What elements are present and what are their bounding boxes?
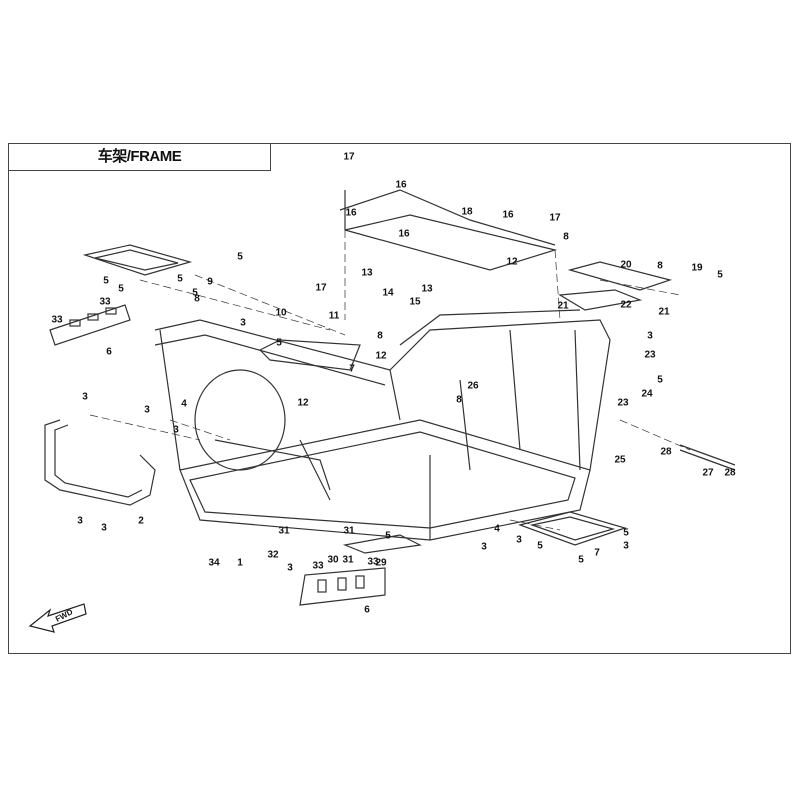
callout-number: 24 xyxy=(641,388,653,400)
callout-number: 10 xyxy=(275,307,287,319)
callout-number: 8 xyxy=(657,260,663,272)
callout-number: 5 xyxy=(103,275,109,287)
callout-number: 30 xyxy=(327,554,339,566)
callout-number: 3 xyxy=(77,515,83,527)
main-frame xyxy=(154,309,611,541)
callout-number: 17 xyxy=(315,282,327,294)
callout-number: 9 xyxy=(207,276,213,288)
callout-number: 5 xyxy=(237,251,243,263)
callout-number: 31 xyxy=(343,525,355,537)
callout-number: 13 xyxy=(361,267,373,279)
callout-number: 32 xyxy=(267,549,279,561)
callout-number: 6 xyxy=(106,346,112,358)
callout-number: 7 xyxy=(594,547,600,559)
diagram-title: 车架/FRAME xyxy=(8,143,271,171)
callout-number: 3 xyxy=(481,541,487,553)
callout-number: 33 xyxy=(367,556,379,568)
callout-number: 5 xyxy=(537,540,543,552)
skid-plate xyxy=(342,534,422,554)
callout-number: 29 xyxy=(375,557,387,569)
callout-number: 15 xyxy=(409,296,421,308)
callout-number: 8 xyxy=(456,394,462,406)
callout-number: 12 xyxy=(375,350,387,362)
callout-number: 8 xyxy=(194,293,200,305)
diagram-border xyxy=(8,143,791,654)
front-bumper xyxy=(44,419,156,506)
rear-carrier xyxy=(558,261,673,311)
callout-number: 16 xyxy=(395,179,407,191)
left-mudguard-plate xyxy=(49,304,131,346)
callout-number: 13 xyxy=(421,283,433,295)
callout-number: 26 xyxy=(467,380,479,392)
left-footrest xyxy=(82,244,193,276)
callout-number: 4 xyxy=(494,523,500,535)
callout-number: 14 xyxy=(382,287,394,299)
callout-number: 31 xyxy=(342,554,354,566)
callout-number: 22 xyxy=(620,299,632,311)
callout-number: 6 xyxy=(364,604,370,616)
callout-number: 1 xyxy=(237,557,243,569)
callout-number: 3 xyxy=(82,391,88,403)
callout-number: 28 xyxy=(660,446,672,458)
callout-number: 11 xyxy=(328,310,340,322)
callout-number: 3 xyxy=(287,562,293,574)
rear-crossbar xyxy=(679,444,736,471)
callout-number: 3 xyxy=(101,522,107,534)
callout-number: 3 xyxy=(623,540,629,552)
callout-number: 23 xyxy=(617,397,629,409)
bottom-mudguard-plate xyxy=(299,567,386,606)
callout-number: 3 xyxy=(240,317,246,329)
callout-number: 5 xyxy=(192,287,198,299)
callout-number: 5 xyxy=(385,530,391,542)
callout-number: 3 xyxy=(144,404,150,416)
callout-number: 28 xyxy=(724,467,736,479)
callout-number: 18 xyxy=(461,206,473,218)
callout-number: 27 xyxy=(702,467,714,479)
callout-number: 33 xyxy=(51,314,63,326)
callout-number: 8 xyxy=(377,330,383,342)
callout-number: 19 xyxy=(691,262,703,274)
callout-number: 5 xyxy=(657,374,663,386)
callout-number: 3 xyxy=(647,330,653,342)
callout-number: 12 xyxy=(506,256,518,268)
forward-direction-arrow-icon xyxy=(28,603,87,633)
callout-number: 5 xyxy=(177,273,183,285)
callout-number: 7 xyxy=(349,363,355,375)
callout-number: 23 xyxy=(644,349,656,361)
callout-number: 31 xyxy=(278,525,290,537)
callout-number: 21 xyxy=(658,306,670,318)
callout-number: 12 xyxy=(297,397,309,409)
callout-number: 5 xyxy=(118,283,124,295)
callout-number: 5 xyxy=(717,269,723,281)
callout-number: 3 xyxy=(173,424,179,436)
callout-number: 16 xyxy=(398,228,410,240)
callout-number: 17 xyxy=(343,151,355,163)
callout-number: 16 xyxy=(345,207,357,219)
callout-number: 16 xyxy=(502,209,514,221)
callout-number: 33 xyxy=(99,296,111,308)
callout-number: 4 xyxy=(181,398,187,410)
callout-number: 5 xyxy=(623,527,629,539)
callout-number: 2 xyxy=(138,515,144,527)
assembly-leader-lines xyxy=(89,230,691,531)
callout-number: 33 xyxy=(312,560,324,572)
callout-number: 20 xyxy=(620,259,632,271)
callout-number: 5 xyxy=(276,337,282,349)
callout-number: 25 xyxy=(614,454,626,466)
callout-number: 5 xyxy=(578,554,584,566)
right-footrest xyxy=(517,511,627,546)
callout-number: 21 xyxy=(557,300,569,312)
callout-number: 3 xyxy=(516,534,522,546)
callout-number: 34 xyxy=(208,557,220,569)
callout-number: 17 xyxy=(549,212,561,224)
top-rack xyxy=(339,189,558,271)
callout-number: 8 xyxy=(563,231,569,243)
